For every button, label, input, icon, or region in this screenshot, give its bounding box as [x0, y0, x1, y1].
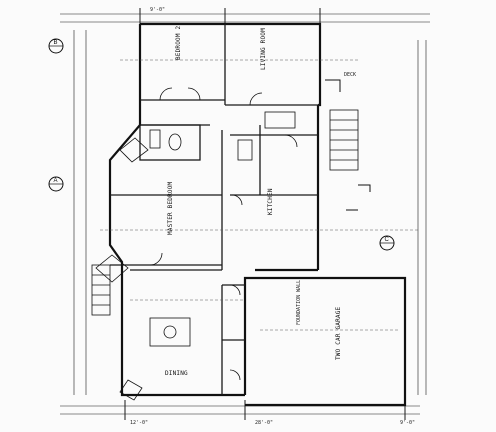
room-label-kitchen: KITCHEN — [267, 188, 274, 215]
section-tag-a: A — [54, 178, 58, 184]
garage-note: FOUNDATION WALL — [296, 280, 302, 325]
room-label-dining: DINING — [165, 370, 188, 377]
dim-bottom-right: 9'-0" — [400, 420, 415, 426]
interior-walls — [110, 24, 320, 395]
dim-bottom-mid: 28'-0" — [255, 420, 273, 426]
door-swings — [149, 87, 298, 381]
section-marker-a: A — [48, 176, 64, 192]
exterior-walls — [108, 22, 407, 407]
section-tag-b: B — [54, 40, 58, 46]
room-label-master-bedroom: MASTER BEDROOM — [167, 181, 174, 235]
section-marker-b: B — [48, 38, 64, 54]
dim-top-left: 9'-0" — [150, 7, 165, 13]
section-marker-c: C — [379, 235, 395, 251]
dimension-lines — [60, 8, 430, 420]
fixtures — [91, 109, 359, 401]
room-label-bedroom-2: BEDROOM 2 — [175, 26, 182, 60]
deck-note: DECK — [344, 72, 356, 78]
break-marks — [325, 79, 371, 211]
hidden-lines — [100, 59, 420, 331]
section-tag-c: C — [385, 237, 390, 243]
room-label-garage: TWO CAR GARAGE — [335, 306, 342, 360]
room-label-living-room: LIVING ROOM — [260, 28, 267, 70]
dim-bottom-left: 12'-0" — [130, 420, 148, 426]
